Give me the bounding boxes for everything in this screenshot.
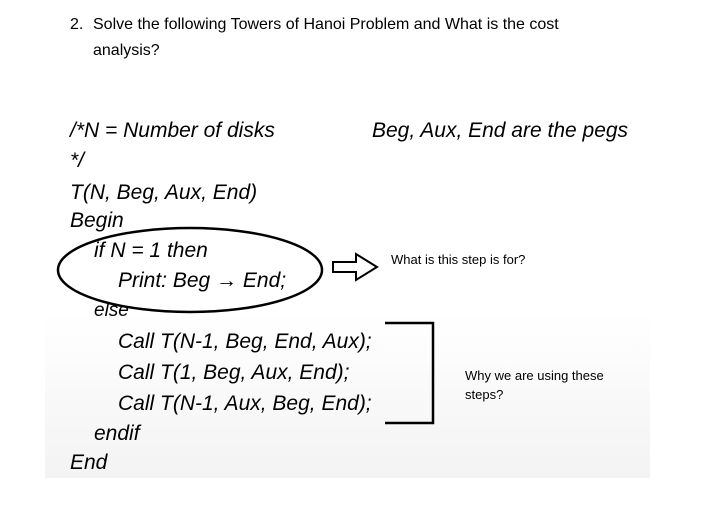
code-call-3: Call T(N-1, Aux, Beg, End); — [118, 392, 372, 415]
code-if-line: if N = 1 then — [94, 239, 208, 262]
hollow-arrow-icon — [332, 252, 379, 282]
base-case-circle — [56, 226, 324, 314]
why-steps-annotation-line2: steps? — [465, 387, 504, 402]
pseudocode-image-panel — [45, 110, 650, 478]
question-text-line1: Solve the following Towers of Hanoi Prob… — [93, 16, 559, 33]
code-endif: endif — [94, 422, 140, 445]
code-call-2: Call T(1, Beg, Aux, End); — [118, 361, 350, 384]
pegs-note: Beg, Aux, End are the pegs — [372, 119, 629, 142]
code-signature: T(N, Beg, Aux, End) — [70, 181, 258, 204]
code-comment-close: */ — [70, 149, 85, 172]
code-comment-open: /*N = Number of disks — [70, 119, 275, 142]
recursive-calls-bracket — [385, 321, 435, 425]
code-begin: Begin — [70, 209, 124, 232]
question-number: 2. — [70, 16, 84, 33]
code-call-1: Call T(N-1, Beg, End, Aux); — [118, 330, 372, 353]
code-end: End — [70, 451, 108, 474]
code-print-line: Print: Beg → End; — [118, 269, 287, 292]
step-question-annotation: What is this step is for? — [391, 252, 526, 267]
why-steps-annotation-line1: Why we are using these — [465, 368, 604, 383]
question-text-line2: analysis? — [93, 42, 160, 59]
